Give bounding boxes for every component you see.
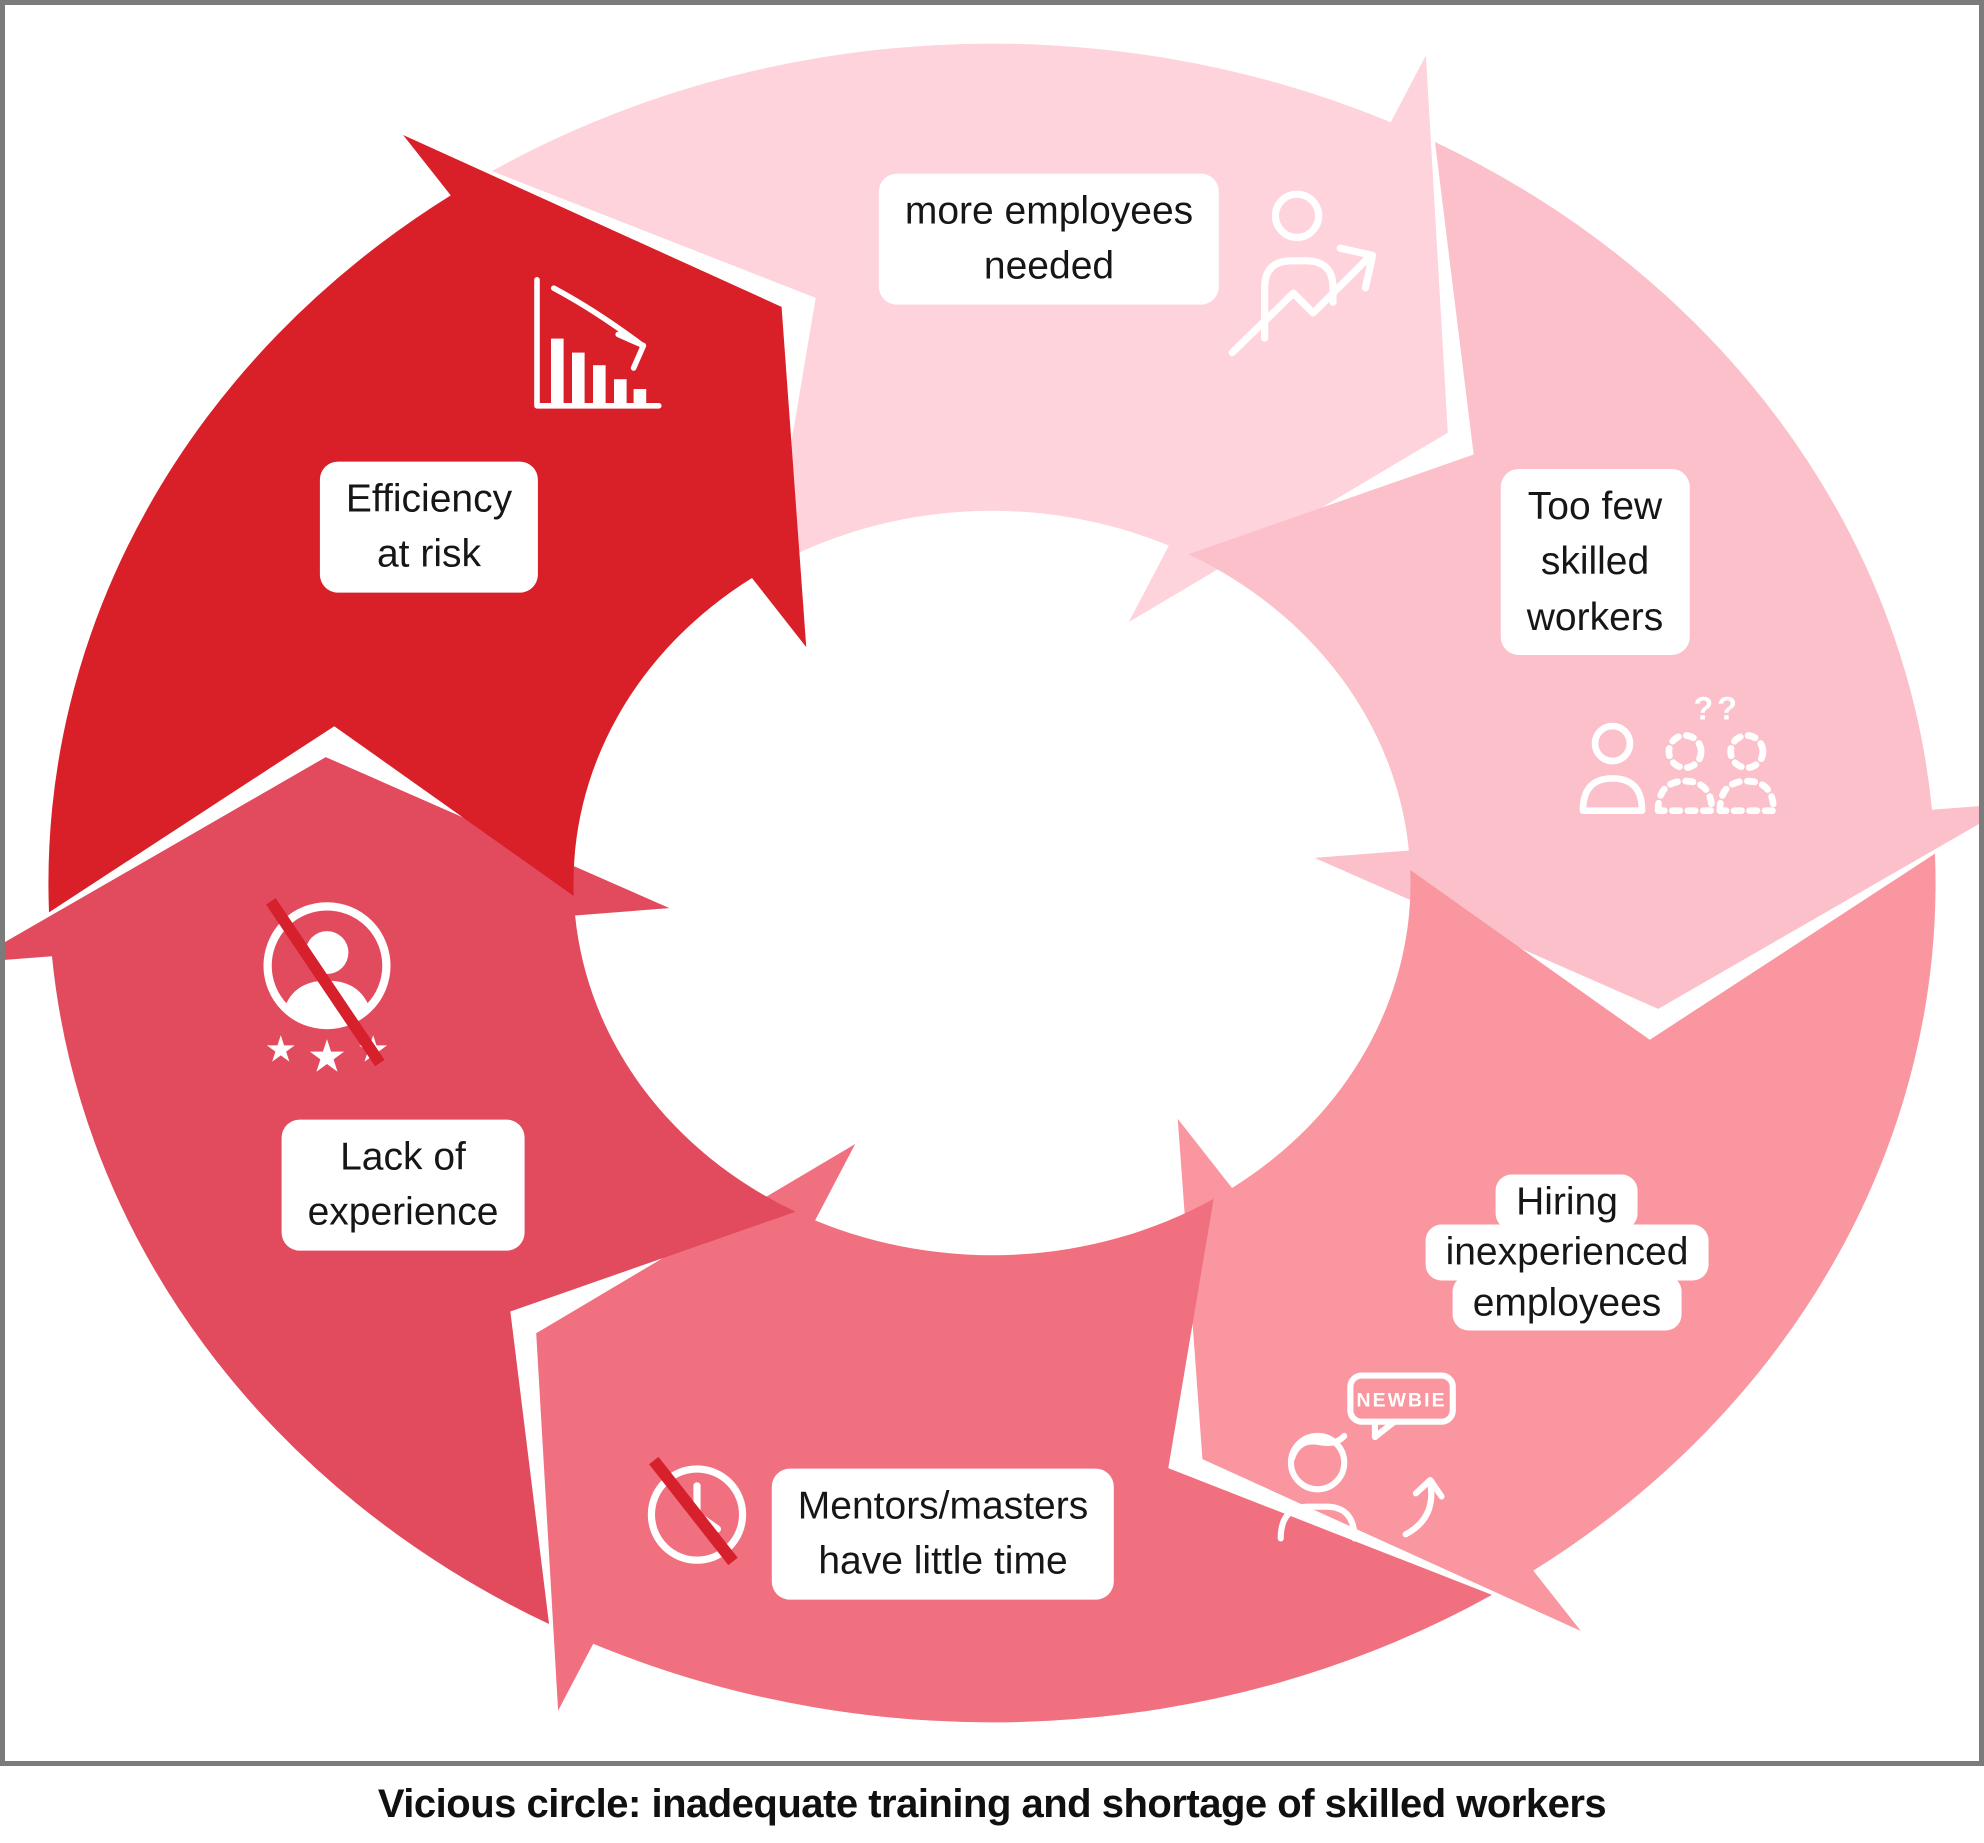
chart-bar (551, 338, 564, 406)
label-line: Hiring (1496, 1174, 1638, 1230)
step-label-too-few-skilled-workers: Too few skilled workers (1500, 468, 1690, 656)
newbie-text: NEWBIE (1357, 1389, 1447, 1411)
label-line: experience (307, 1191, 499, 1234)
missing-worker-shoulders (1654, 777, 1716, 815)
label-line: more employees (904, 189, 1194, 233)
missing-worker-head (1665, 732, 1705, 772)
slash-overlay (266, 898, 385, 1067)
step-label-more-employees-needed: more employees needed (878, 173, 1220, 305)
label-line: at risk (376, 533, 482, 576)
chart-bar (572, 352, 585, 406)
speech-bubble (1347, 1372, 1456, 1425)
label-line: needed (983, 245, 1115, 288)
newbie-head (1287, 1432, 1348, 1493)
person-body (1261, 257, 1337, 342)
newbie-shoulders (1277, 1503, 1358, 1542)
decline-arrowhead (615, 331, 647, 371)
missing-worker-shoulders (1716, 777, 1777, 815)
person-head (1271, 190, 1323, 241)
label-line: have little time (818, 1540, 1068, 1583)
figure-caption: Vicious circle: inadequate training and … (377, 1782, 1607, 1826)
label-line: skilled (1540, 540, 1650, 584)
newbie-announcement-icon: NEWBIE (1275, 1372, 1480, 1542)
trend-arrowhead (1336, 244, 1377, 292)
step-label-efficiency-at-risk: Efficiency at risk (319, 461, 539, 593)
question-marks: ?? (1694, 690, 1741, 726)
star-icon: ★ (265, 1027, 298, 1070)
label-line: inexperienced (1425, 1224, 1709, 1281)
clock-face (647, 1465, 747, 1564)
chart-bar (593, 365, 606, 406)
diagram-canvas: more employees needed Too few skilled wo… (0, 0, 1984, 1766)
label-line: workers (1526, 595, 1664, 639)
step-label-lack-of-experience: Lack of experience (281, 1119, 525, 1251)
person-growth-icon (1225, 187, 1405, 367)
chart-bar (633, 389, 647, 406)
step-label-hiring-inexperienced: Hiring inexperienced employees (1425, 1174, 1709, 1331)
worker-head (1591, 722, 1634, 765)
rise-arrowhead (1412, 1476, 1445, 1500)
trend-up-line (1228, 253, 1373, 357)
label-line: Too few (1527, 484, 1663, 528)
speech-bubble-tail (1371, 1418, 1398, 1441)
worker-shoulders (1579, 775, 1646, 815)
newbie-hair (1288, 1432, 1348, 1462)
rise-arrow (1402, 1480, 1435, 1538)
label-line: Efficiency (345, 477, 513, 521)
label-line: employees (1452, 1275, 1682, 1331)
slash-overlay (649, 1456, 738, 1566)
low-rating-icon: ★ ★ ★ (245, 893, 410, 1083)
step-label-mentors-little-time: Mentors/masters have little time (771, 1468, 1115, 1600)
label-line: Mentors/masters (797, 1484, 1089, 1528)
chart-bar (614, 379, 627, 406)
declining-chart-icon (523, 277, 663, 417)
label-line: Lack of (340, 1135, 466, 1179)
star-icon: ★ (307, 1030, 347, 1082)
missing-worker-head (1727, 732, 1767, 772)
no-time-clock-icon (637, 1451, 757, 1571)
missing-workers-icon: ?? (1578, 690, 1793, 834)
